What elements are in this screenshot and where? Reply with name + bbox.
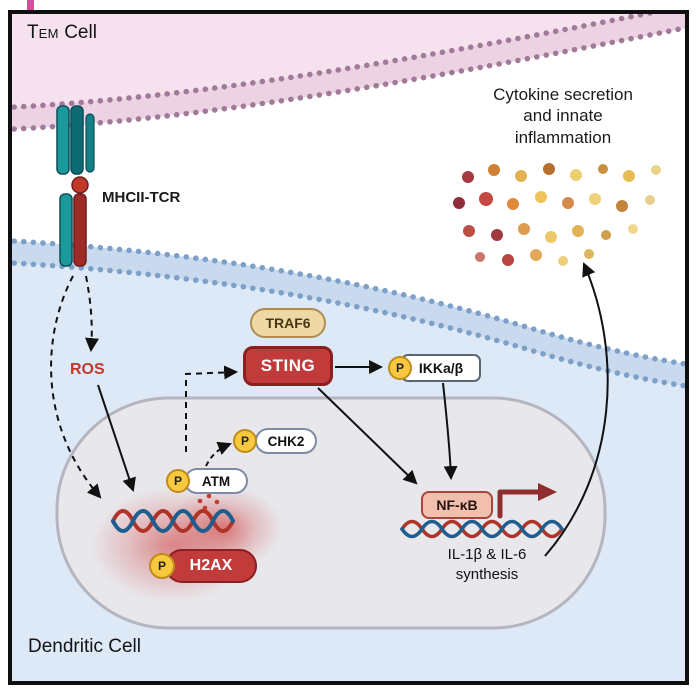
cytokine-dot (628, 224, 638, 234)
tem-cell-body (12, 14, 685, 132)
cytokine-dot (651, 165, 661, 175)
cytokine-dot (502, 254, 514, 266)
arrow-dna-to-sting (185, 365, 239, 452)
il-line-1: IL-1β & IL-6 (447, 546, 527, 563)
tem-smallcaps: EM (38, 26, 59, 41)
tcr-chain-3 (85, 113, 95, 173)
cytokine-dot (645, 195, 655, 205)
tem-membrane-outer-dots (12, 25, 685, 132)
cytokine-dot (570, 169, 582, 181)
dendritic-cell-label: Dendritic Cell (28, 636, 141, 657)
cytokine-dot (530, 249, 542, 261)
cytokine-dot (558, 256, 568, 266)
cytokine-dot (491, 229, 503, 241)
phospho-badge-chk2: P (233, 429, 257, 453)
arrow-receptor-to-ros (85, 275, 99, 353)
cytokine-dot (479, 192, 493, 206)
cytokine-secretion-label: Cytokine secretion and innate inflammati… (493, 84, 633, 148)
ikk-box: IKKa/β (401, 354, 481, 382)
transcription-arrow (497, 483, 557, 519)
cytokine-dot (453, 197, 465, 209)
cytokine-dot (518, 223, 530, 235)
phospho-badge-atm: P (166, 469, 190, 493)
cytokine-dot (462, 171, 474, 183)
cytokine-dot (589, 193, 601, 205)
cytokine-dot (475, 252, 485, 262)
dna-break-marks (197, 493, 220, 511)
cytokine-dot (601, 230, 611, 240)
antigen-peptide (71, 176, 89, 194)
figure-frame (8, 10, 689, 685)
traf6-box: TRAF6 (250, 308, 326, 338)
nfkb-box: NF-κB (421, 491, 493, 519)
phospho-badge-h2ax: P (149, 553, 175, 579)
h2ax-box: H2AX (165, 549, 257, 583)
il-line-2: synthesis (455, 565, 519, 583)
sting-box: STING (243, 346, 333, 386)
cytokine-line-3: inflammation (514, 127, 612, 147)
atm-box: ATM (184, 468, 248, 494)
cytokine-dot (545, 231, 557, 243)
panel-crop-mark (27, 0, 34, 11)
dc-membrane-outer-dots (12, 238, 685, 367)
phospho-badge-ikk: P (388, 356, 412, 380)
cytokine-dot (616, 200, 628, 212)
arrow-atm-to-chk2 (205, 441, 232, 467)
il-synthesis-label: IL-1β & IL-6 synthesis (448, 545, 527, 584)
mhcii-tcr-receptor (56, 105, 95, 267)
ros-label: ROS (70, 361, 105, 378)
cytokine-dot (535, 191, 547, 203)
cytokine-dot (507, 198, 519, 210)
cytokine-dot (515, 170, 527, 182)
chk2-box: CHK2 (255, 428, 317, 454)
cytokine-line-1: Cytokine secretion (493, 85, 633, 104)
gene-dna-helix (400, 519, 564, 539)
arrow-ikk-to-nfkb (442, 382, 458, 481)
cytokine-dot (488, 164, 500, 176)
tem-membrane-inner-dots (12, 14, 659, 110)
mhcii-tcr-label: MHCII-TCR (102, 189, 181, 206)
cytokine-dot (584, 249, 594, 259)
tcr-chain-1 (56, 105, 70, 175)
cytokine-line-2: and innate (523, 106, 603, 126)
arrow-sting-to-nfkb (317, 387, 418, 485)
arrow-ros-to-dna (97, 384, 136, 492)
cytokine-dot (598, 164, 608, 174)
arrow-receptor-to-dna (50, 275, 102, 499)
mhcii-chain-1 (59, 193, 73, 267)
pathway-arrows (50, 262, 609, 557)
tcr-chain-2 (70, 105, 84, 175)
cytokine-dot (543, 163, 555, 175)
dc-membrane-inner-dots (12, 260, 685, 389)
mhcii-chain-2 (73, 193, 87, 267)
cytokine-dot-cluster (453, 163, 661, 266)
cytokine-dot (623, 170, 635, 182)
cytokine-dot (463, 225, 475, 237)
damaged-dna-helix (111, 493, 235, 533)
tem-cell-label: TEM Cell (27, 22, 97, 43)
cytokine-dot (562, 197, 574, 209)
cytokine-dot (572, 225, 584, 237)
arrow-nfkb-to-cytokines (544, 262, 609, 557)
